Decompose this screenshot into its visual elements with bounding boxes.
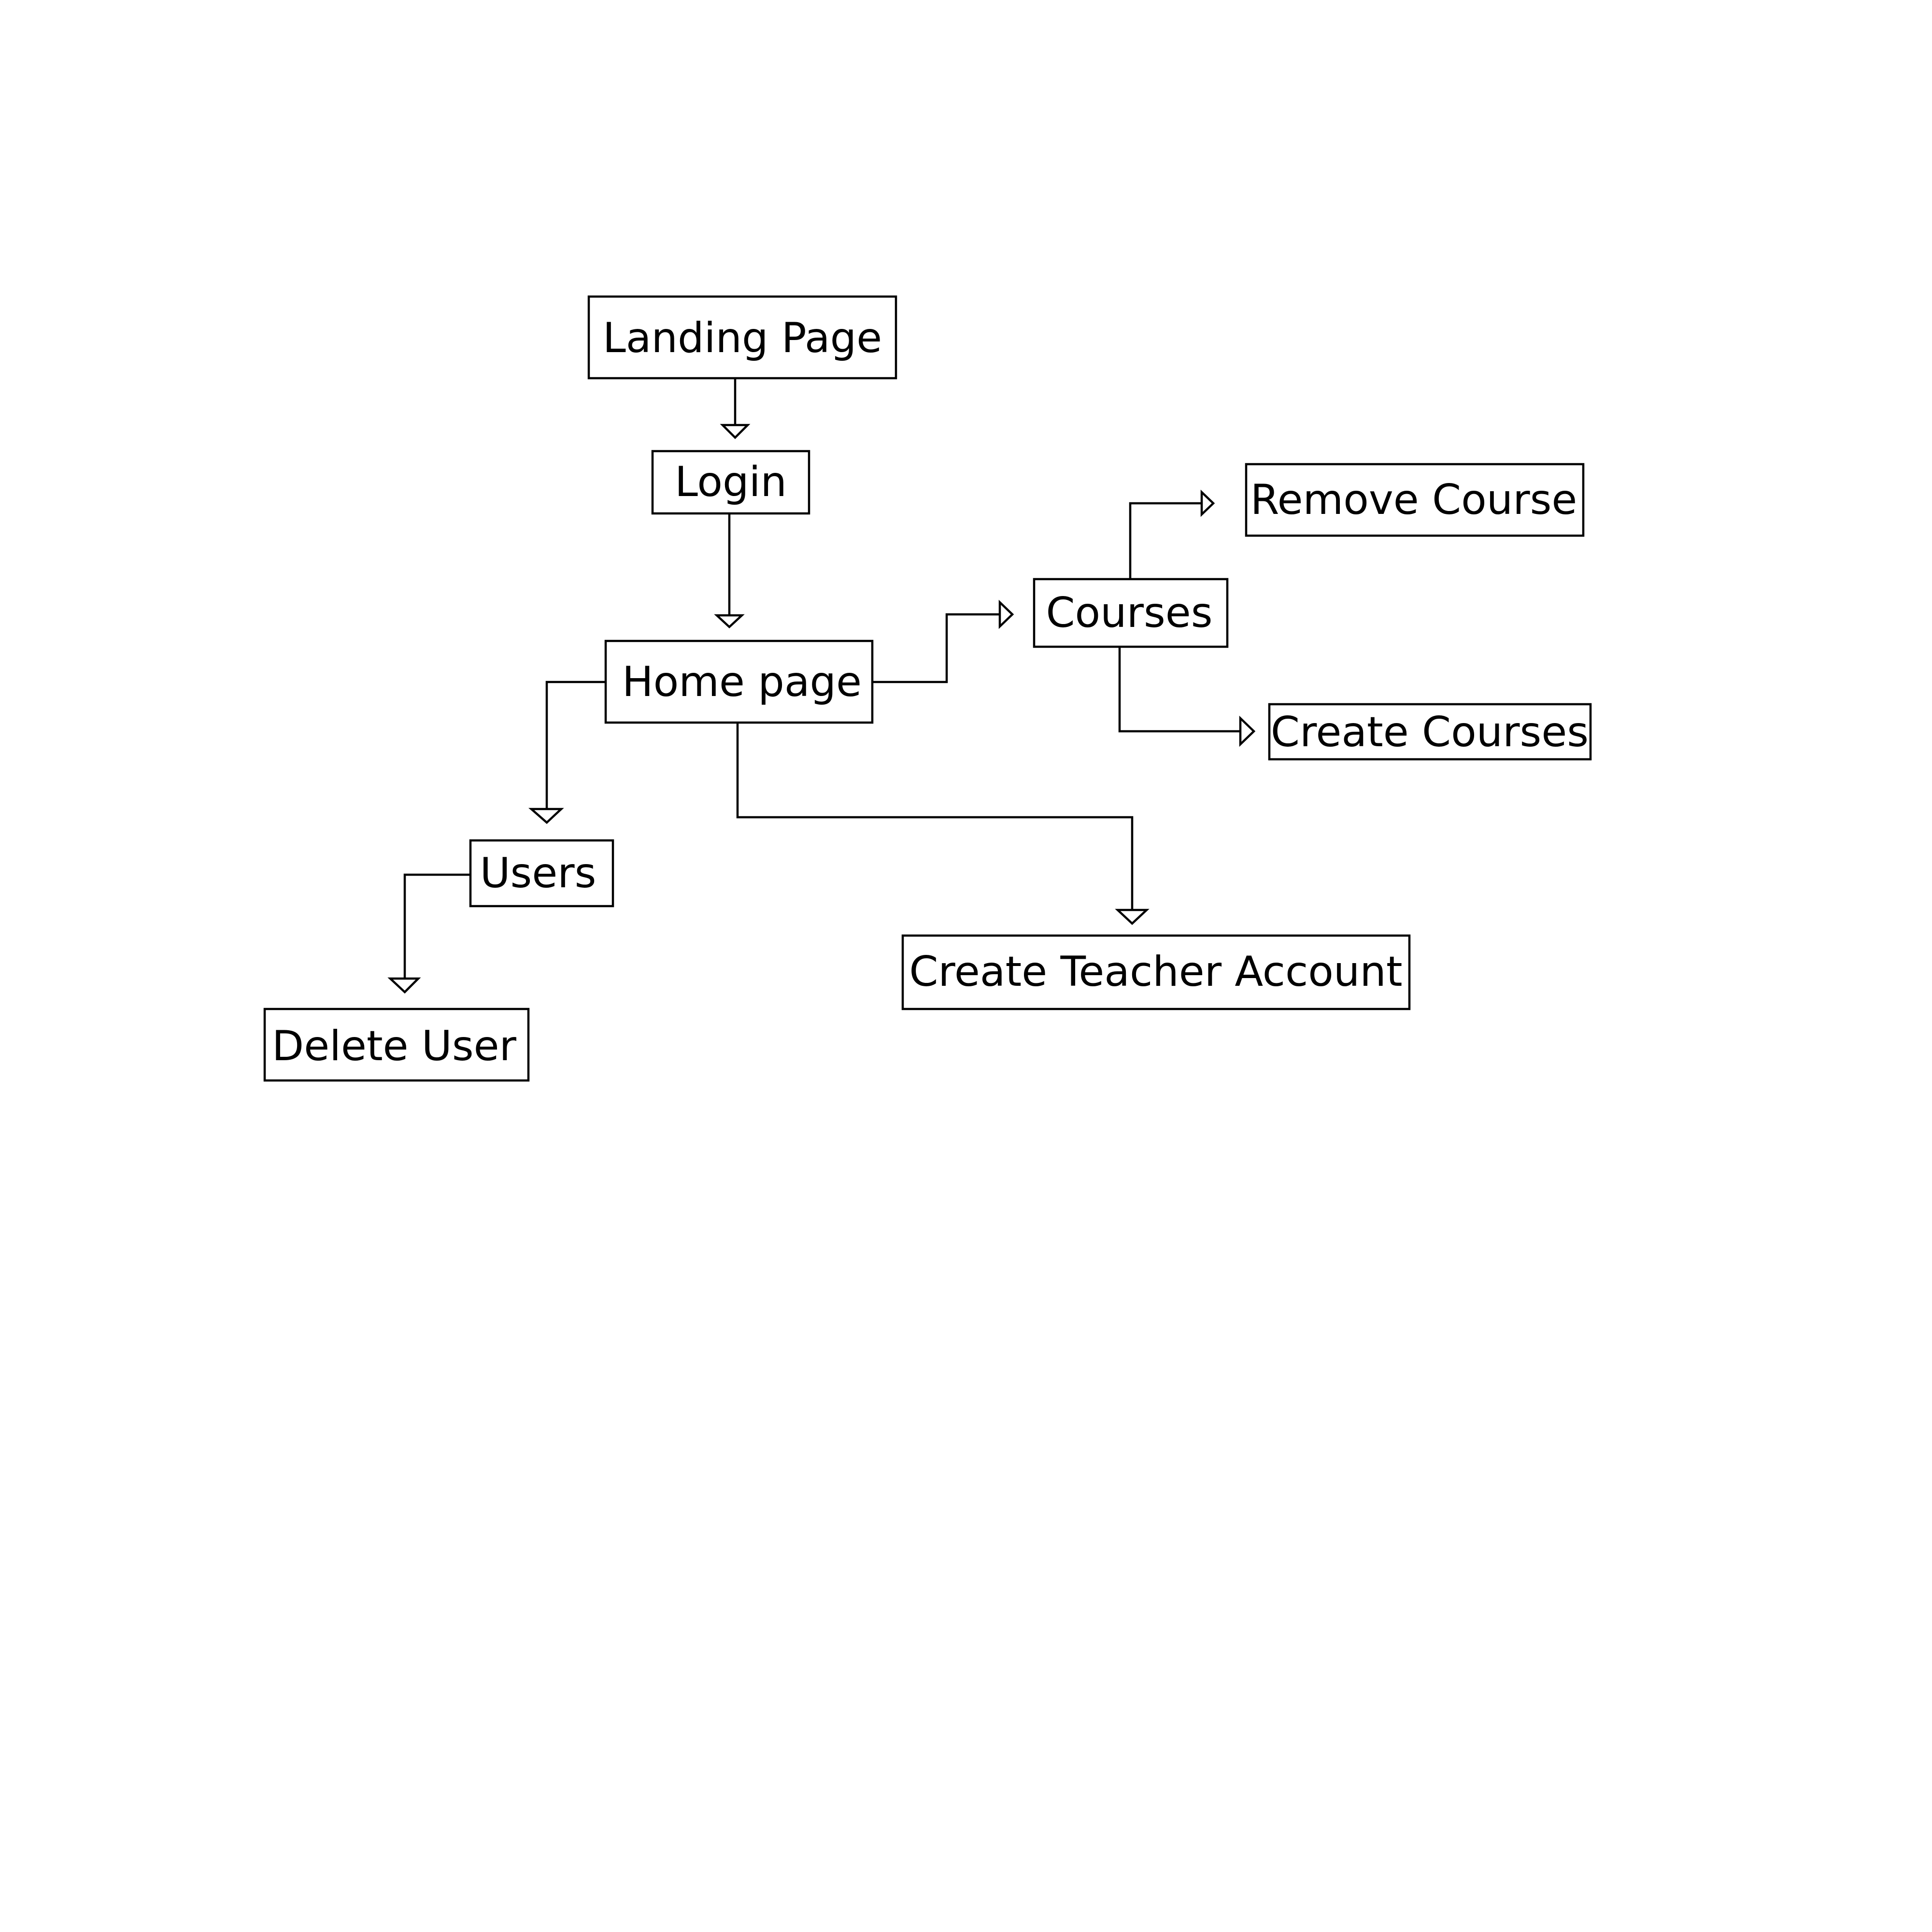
node-login-label: Login	[675, 458, 787, 506]
node-home-page-label: Home page	[622, 658, 862, 706]
edge-home-to-courses	[872, 613, 1000, 683]
node-courses-label: Courses	[1046, 589, 1212, 637]
node-delete-user-label: Delete User	[272, 1022, 517, 1070]
node-login: Login	[651, 450, 810, 515]
edge-users-to-delete	[403, 873, 470, 979]
node-create-courses-label: Create Courses	[1271, 708, 1589, 756]
node-delete-user: Delete User	[263, 1008, 530, 1082]
node-remove-course: Remove Course	[1245, 463, 1585, 537]
nodes: Landing Page Login Home page Courses Rem…	[263, 295, 1592, 1082]
node-courses: Courses	[1033, 578, 1229, 648]
node-create-courses: Create Courses	[1268, 703, 1592, 761]
arrowhead-delete-user	[387, 977, 421, 994]
node-landing-page-label: Landing Page	[603, 314, 882, 362]
edge-home-to-users	[545, 681, 606, 809]
arrowhead-create-teacher	[1115, 909, 1150, 925]
node-landing-page: Landing Page	[587, 295, 897, 380]
edges	[387, 379, 1256, 994]
node-create-teacher-account-label: Create Teacher Account	[909, 948, 1402, 996]
edge-home-to-teacher	[736, 723, 1134, 910]
arrowhead-remove-course	[1200, 489, 1215, 517]
node-home-page: Home page	[604, 639, 874, 724]
arrowhead-login	[720, 424, 751, 440]
edge-courses-to-remove	[1129, 502, 1202, 579]
node-users: Users	[469, 839, 614, 908]
arrowhead-courses	[998, 599, 1014, 629]
node-users-label: Users	[480, 849, 597, 897]
arrowhead-users	[528, 808, 564, 824]
edge-courses-to-create	[1118, 647, 1240, 733]
arrowhead-home	[714, 614, 745, 629]
arrowhead-create-courses	[1239, 715, 1256, 747]
node-create-teacher-account: Create Teacher Account	[901, 934, 1411, 1010]
node-remove-course-label: Remove Course	[1250, 476, 1577, 524]
